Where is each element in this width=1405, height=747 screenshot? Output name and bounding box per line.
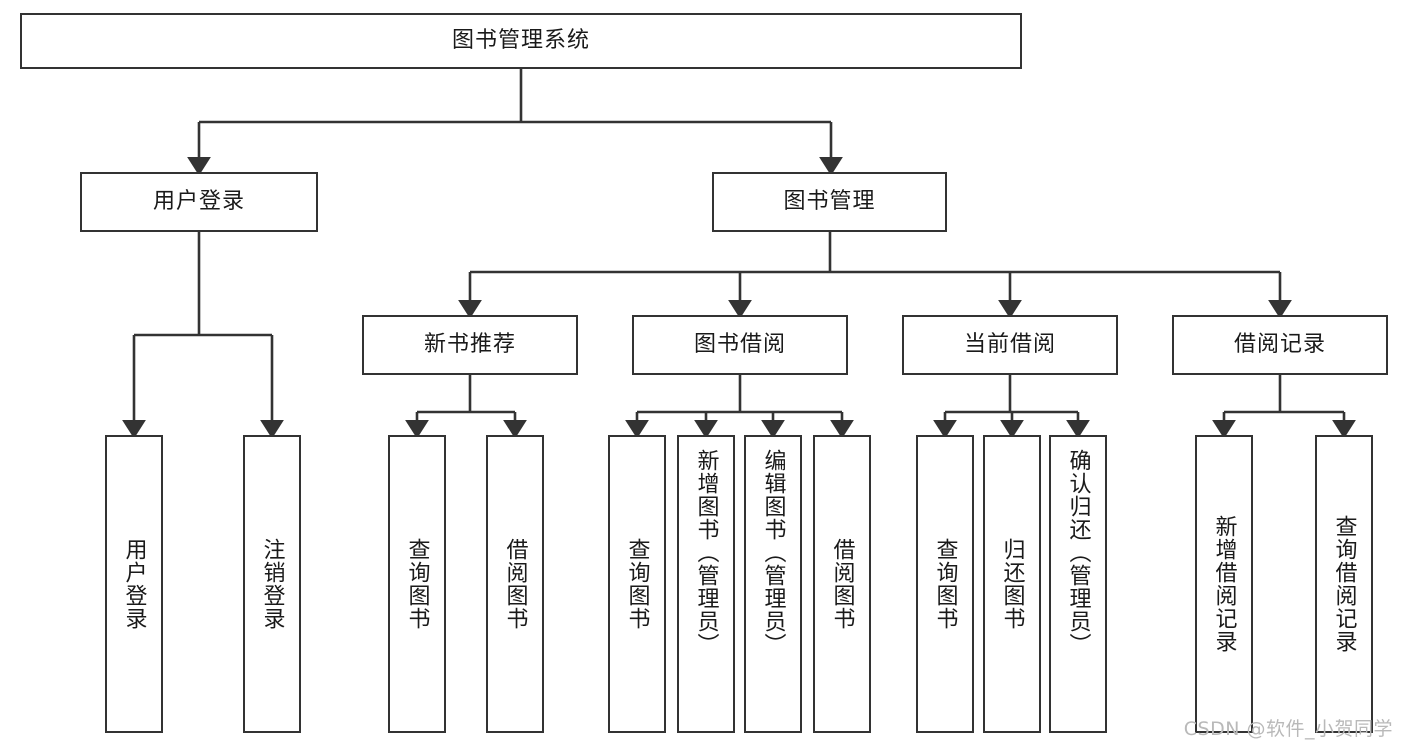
leaf-edit-book-admin[interactable]: 编辑图书（管理员） <box>744 435 802 733</box>
leaf-borrow-book-recommend-label: 借阅图书 <box>502 538 528 630</box>
leaf-query-book-borrow[interactable]: 查询图书 <box>608 435 666 733</box>
leaf-add-borrow-record-label: 新增借阅记录 <box>1211 515 1237 653</box>
leaf-add-book-admin[interactable]: 新增图书（管理员） <box>677 435 735 733</box>
leaf-query-book-current[interactable]: 查询图书 <box>916 435 974 733</box>
node-book-borrow-label: 图书借阅 <box>693 331 786 357</box>
watermark: CSDN @软件_小贺同学 <box>1183 718 1393 740</box>
leaf-user-logout-label: 注销登录 <box>259 538 285 630</box>
leaf-query-book-current-label: 查询图书 <box>932 538 958 630</box>
node-new-book-recommend[interactable]: 新书推荐 <box>362 315 578 375</box>
leaf-query-borrow-record-label: 查询借阅记录 <box>1331 515 1357 653</box>
leaf-query-book-recommend-label: 查询图书 <box>404 538 430 630</box>
leaf-add-book-admin-label: 新增图书（管理员） <box>693 449 719 656</box>
leaf-query-borrow-record[interactable]: 查询借阅记录 <box>1315 435 1373 733</box>
leaf-query-book-recommend[interactable]: 查询图书 <box>388 435 446 733</box>
node-new-book-recommend-label: 新书推荐 <box>423 331 516 357</box>
node-book-management[interactable]: 图书管理 <box>712 172 947 232</box>
leaf-borrow-book-recommend[interactable]: 借阅图书 <box>486 435 544 733</box>
leaf-confirm-return-admin-label: 确认归还（管理员） <box>1065 449 1091 656</box>
leaf-confirm-return-admin[interactable]: 确认归还（管理员） <box>1049 435 1107 733</box>
node-book-borrow[interactable]: 图书借阅 <box>632 315 848 375</box>
node-borrow-records[interactable]: 借阅记录 <box>1172 315 1388 375</box>
node-root-label: 图书管理系统 <box>451 27 590 53</box>
node-user-login[interactable]: 用户登录 <box>80 172 318 232</box>
leaf-user-login-label: 用户登录 <box>121 538 147 630</box>
leaf-user-login[interactable]: 用户登录 <box>105 435 163 733</box>
node-root[interactable]: 图书管理系统 <box>20 13 1022 69</box>
leaf-return-book-label: 归还图书 <box>999 538 1025 630</box>
leaf-user-logout[interactable]: 注销登录 <box>243 435 301 733</box>
leaf-borrow-book-label: 借阅图书 <box>829 538 855 630</box>
node-current-borrow[interactable]: 当前借阅 <box>902 315 1118 375</box>
leaf-query-book-borrow-label: 查询图书 <box>624 538 650 630</box>
node-borrow-records-label: 借阅记录 <box>1233 331 1326 357</box>
leaf-edit-book-admin-label: 编辑图书（管理员） <box>760 449 786 656</box>
node-current-borrow-label: 当前借阅 <box>963 331 1056 357</box>
node-book-management-label: 图书管理 <box>783 188 876 214</box>
leaf-add-borrow-record[interactable]: 新增借阅记录 <box>1195 435 1253 733</box>
leaf-borrow-book[interactable]: 借阅图书 <box>813 435 871 733</box>
leaf-return-book[interactable]: 归还图书 <box>983 435 1041 733</box>
node-user-login-label: 用户登录 <box>152 188 245 214</box>
